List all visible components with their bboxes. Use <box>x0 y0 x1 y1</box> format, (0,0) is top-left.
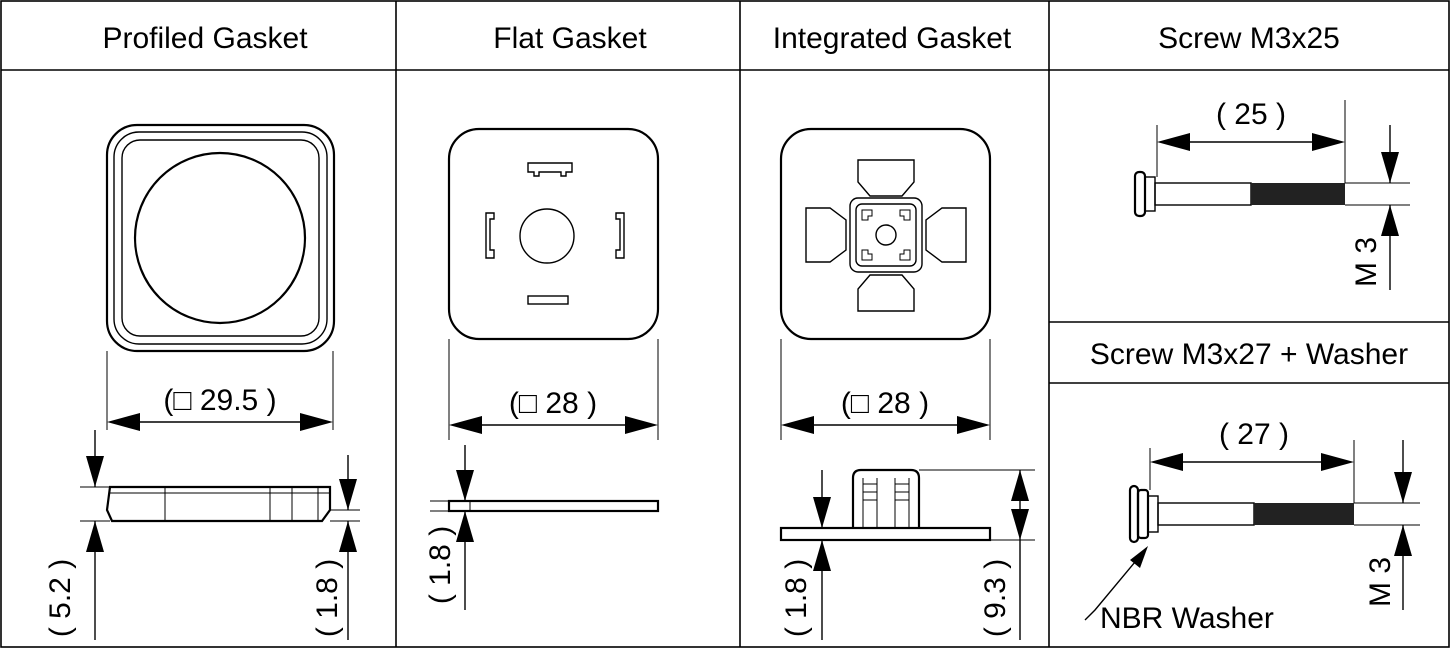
integrated-width-dimension: (□ 28 ) <box>841 387 929 420</box>
flat-thickness-dimension: ( 1.8 ) <box>424 526 457 604</box>
header-screw-m3x27-washer: Screw M3x27 + Washer <box>1090 338 1408 371</box>
screw25-thread-dimension: M 3 <box>1350 237 1383 287</box>
integrated-gasket-side-view <box>779 468 1035 640</box>
profiled-width-dimension: (□ 29.5 ) <box>163 384 276 417</box>
header-profiled-gasket: Profiled Gasket <box>102 22 308 55</box>
header-flat-gasket: Flat Gasket <box>493 22 647 55</box>
header-screw-m3x25: Screw M3x25 <box>1158 22 1340 55</box>
screw-m3x27-drawing <box>1084 440 1420 621</box>
flat-width-dimension: (□ 28 ) <box>509 387 597 420</box>
profiled-gasket-side-view <box>80 430 360 640</box>
integrated-gasket-top-view <box>779 127 992 440</box>
flat-gasket-side-view <box>430 445 660 610</box>
screw25-length-dimension: ( 25 ) <box>1216 98 1286 131</box>
nbr-washer-label: NBR Washer <box>1100 602 1274 635</box>
screw27-thread-dimension: M 3 <box>1364 557 1397 607</box>
profiled-height-dimension: ( 5.2 ) <box>44 559 77 637</box>
screw27-length-dimension: ( 27 ) <box>1219 418 1289 451</box>
flat-gasket-top-view <box>447 127 660 440</box>
integrated-thickness-dimension: ( 1.8 ) <box>780 559 813 637</box>
screw-m3x25-drawing <box>1133 100 1410 290</box>
profiled-gasket-top-view <box>105 123 336 431</box>
integrated-height-dimension: ( 9.3 ) <box>979 559 1012 637</box>
header-integrated-gasket: Integrated Gasket <box>773 22 1012 55</box>
profiled-thickness-dimension: ( 1.8 ) <box>311 559 344 637</box>
